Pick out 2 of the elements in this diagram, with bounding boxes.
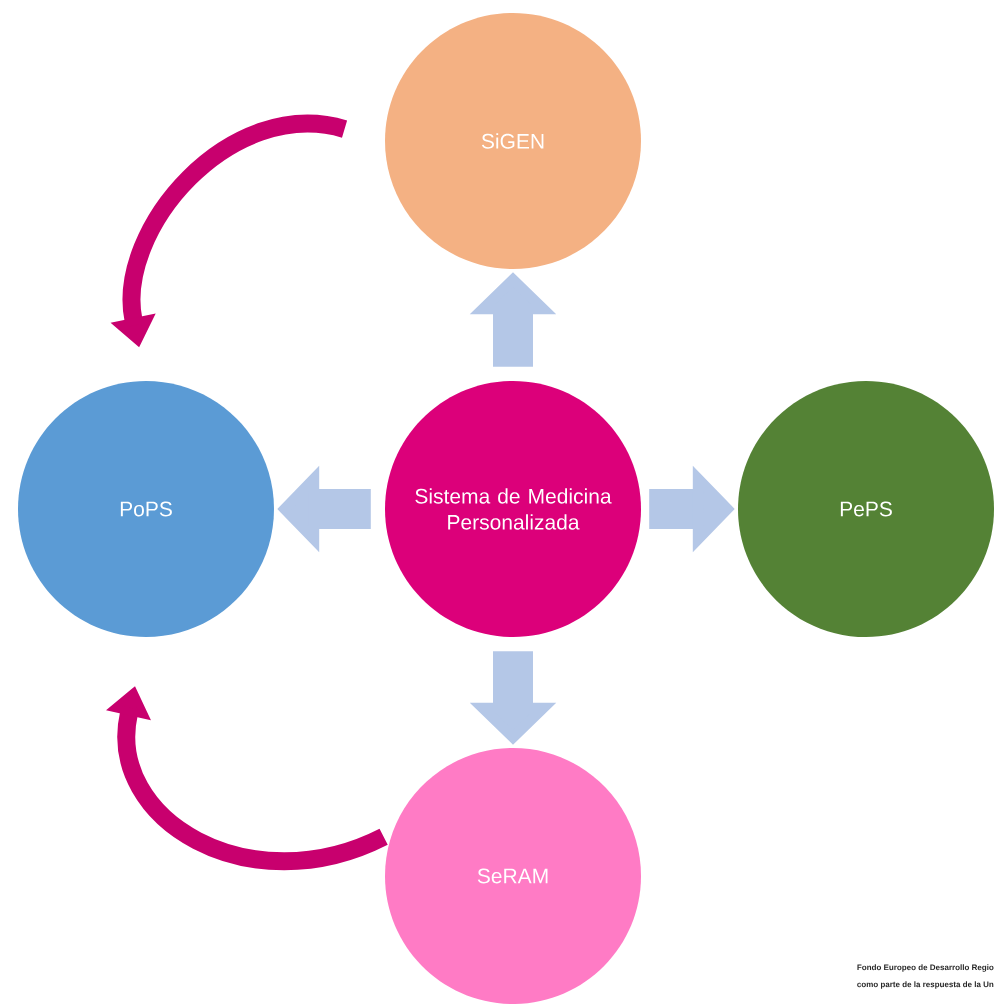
footer-note: Fondo Europeo de Desarrollo Regio bbox=[857, 964, 994, 972]
footer-note: como parte de la respuesta de la Un bbox=[857, 981, 994, 989]
